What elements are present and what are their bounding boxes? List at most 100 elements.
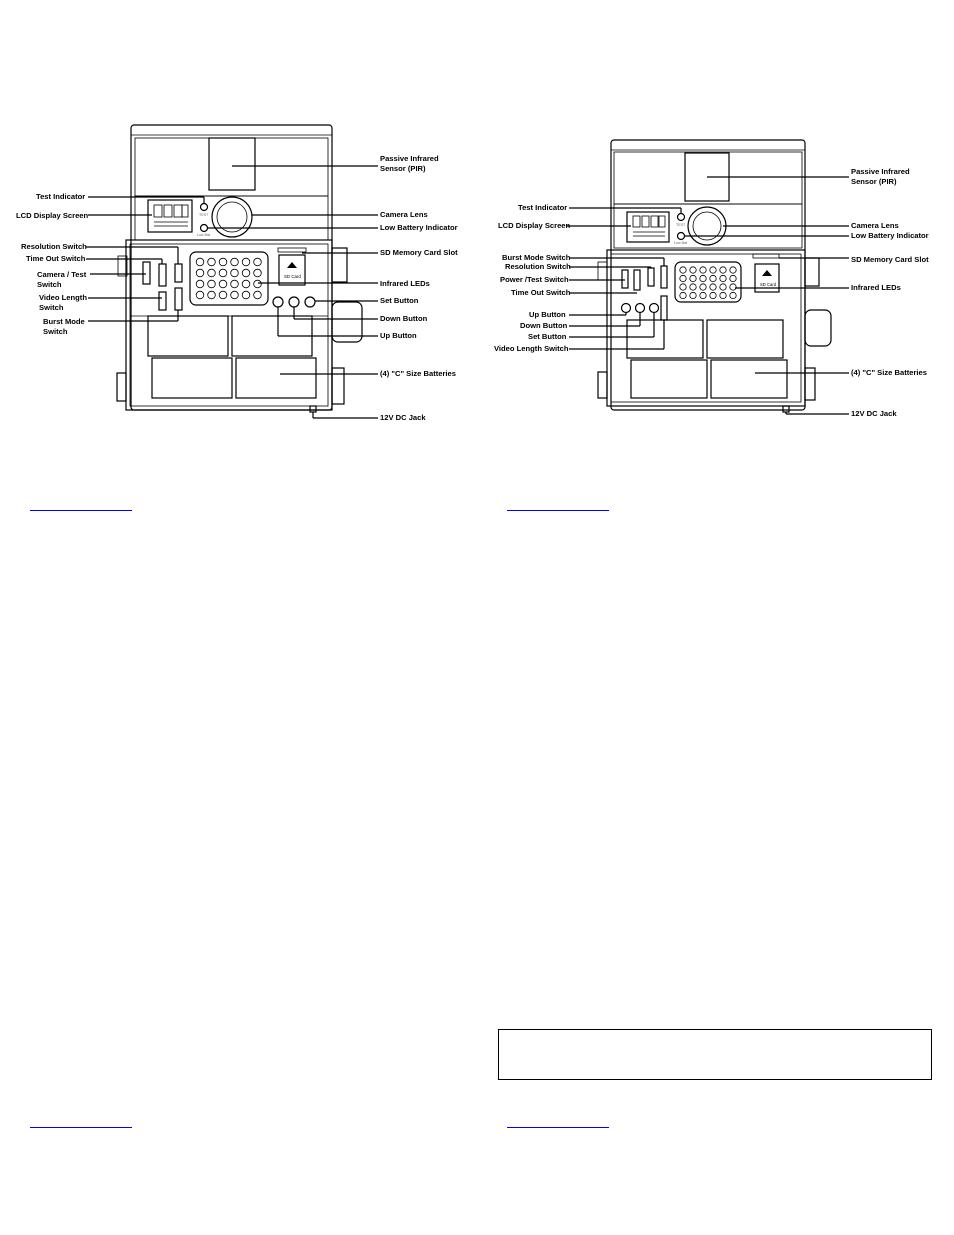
battery-compartment xyxy=(130,315,328,399)
infrared-led xyxy=(689,283,697,291)
label-up-button: Up Button xyxy=(380,331,417,340)
label-camera-lens: Camera Lens xyxy=(380,210,428,219)
test-indicator-led xyxy=(199,202,209,212)
device-test-text: TEST xyxy=(676,223,686,227)
label-batteries: (4) "C" Size Batteries xyxy=(851,368,927,377)
infrared-led xyxy=(699,283,707,291)
down-button-shape xyxy=(288,296,300,308)
infrared-led xyxy=(195,268,205,278)
label-sd-slot: SD Memory Card Slot xyxy=(851,255,929,264)
infrared-led xyxy=(699,291,707,300)
infrared-led xyxy=(241,279,251,289)
infrared-led xyxy=(218,279,228,289)
label-low-battery: Low Battery Indicator xyxy=(851,231,929,240)
infrared-led xyxy=(729,274,737,283)
label-video-length-switch: Video Length Switch xyxy=(494,344,569,353)
infrared-led xyxy=(719,274,727,283)
infrared-led xyxy=(699,266,707,274)
notice-box xyxy=(498,1029,932,1080)
infrared-led xyxy=(207,268,216,278)
up-button-shape xyxy=(272,296,284,308)
label-burst-mode-line1: Burst Mode xyxy=(43,317,85,326)
label-pir-line2: Sensor (PIR) xyxy=(380,164,426,173)
link-underline[interactable] xyxy=(30,1127,132,1128)
camera-lens xyxy=(687,206,727,246)
infrared-led xyxy=(679,291,687,300)
label-pir-line1: Passive Infrared xyxy=(851,167,910,176)
lcd-display xyxy=(147,199,193,233)
infrared-led xyxy=(230,279,239,289)
low-battery-led xyxy=(676,231,686,241)
infrared-led xyxy=(709,266,717,274)
label-pir-line2: Sensor (PIR) xyxy=(851,177,897,186)
set-button-shape xyxy=(648,302,660,314)
infrared-led xyxy=(709,291,717,300)
sd-card: SD Card xyxy=(752,253,780,293)
dc-jack-shape xyxy=(309,405,317,413)
device-test-text: TEST xyxy=(199,213,209,217)
test-indicator-led xyxy=(676,212,686,222)
camera-lens xyxy=(211,196,253,238)
label-lcd-display: LCD Display Screen xyxy=(498,221,571,230)
infrared-led xyxy=(679,266,687,274)
infrared-led xyxy=(719,291,727,300)
infrared-led xyxy=(253,279,262,289)
infrared-led xyxy=(679,274,687,283)
infrared-led xyxy=(719,266,727,274)
infrared-led xyxy=(253,257,262,267)
label-pir-line1: Passive Infrared xyxy=(380,154,439,163)
label-dc-jack: 12V DC Jack xyxy=(851,409,897,418)
switch-group xyxy=(142,261,183,311)
leader-lines xyxy=(86,165,378,419)
infrared-led xyxy=(689,274,697,283)
link-underline[interactable] xyxy=(507,510,609,511)
label-down-button: Down Button xyxy=(520,321,568,330)
infrared-led xyxy=(729,266,737,274)
battery-compartment xyxy=(626,319,788,399)
infrared-led xyxy=(729,283,737,291)
infrared-led xyxy=(195,290,205,300)
infrared-led xyxy=(709,274,717,283)
infrared-led xyxy=(253,290,262,300)
label-set-button: Set Button xyxy=(528,332,567,341)
label-test-indicator: Test Indicator xyxy=(518,203,567,212)
infrared-led xyxy=(729,291,737,300)
infrared-led xyxy=(195,279,205,289)
infrared-led xyxy=(207,290,216,300)
device-lowbat-text: Low Bat xyxy=(197,233,210,237)
label-video-length-line1: Video Length xyxy=(39,293,87,302)
camera-body xyxy=(116,124,363,411)
set-button-shape xyxy=(304,296,316,308)
infrared-led-panel xyxy=(189,251,269,306)
label-batteries: (4) "C" Size Batteries xyxy=(380,369,456,378)
label-low-battery: Low Battery Indicator xyxy=(380,223,458,232)
label-set-button: Set Button xyxy=(380,296,419,305)
link-underline[interactable] xyxy=(507,1127,609,1128)
link-underline[interactable] xyxy=(30,510,132,511)
infrared-led xyxy=(195,257,205,267)
infrared-led xyxy=(218,290,228,300)
infrared-led xyxy=(241,257,251,267)
infrared-led xyxy=(689,291,697,300)
label-test-indicator: Test Indicator xyxy=(36,192,85,201)
left-panel: TEST Low Bat SD Card xyxy=(16,124,458,1128)
camera-body xyxy=(597,139,832,411)
device-sdcard-text: SD Card xyxy=(760,282,777,287)
label-video-length-line2: Switch xyxy=(39,303,64,312)
infrared-led xyxy=(689,266,697,274)
label-camera-lens: Camera Lens xyxy=(851,221,899,230)
infrared-led xyxy=(230,268,239,278)
label-infrared-leds: Infrared LEDs xyxy=(380,279,430,288)
infrared-led xyxy=(230,257,239,267)
label-sd-slot: SD Memory Card Slot xyxy=(380,248,458,257)
label-lcd-display: LCD Display Screen xyxy=(16,211,89,220)
leader-lines xyxy=(567,176,849,415)
label-burst-mode-switch: Burst Mode Switch xyxy=(502,253,571,262)
infrared-led xyxy=(679,283,687,291)
infrared-led xyxy=(241,290,251,300)
device-lowbat-text: Low Bat xyxy=(674,241,687,245)
label-down-button: Down Button xyxy=(380,314,428,323)
lcd-display xyxy=(626,211,670,243)
right-panel: TEST Low Bat SD Card xyxy=(477,0,954,1235)
infrared-led-panel xyxy=(674,261,742,303)
